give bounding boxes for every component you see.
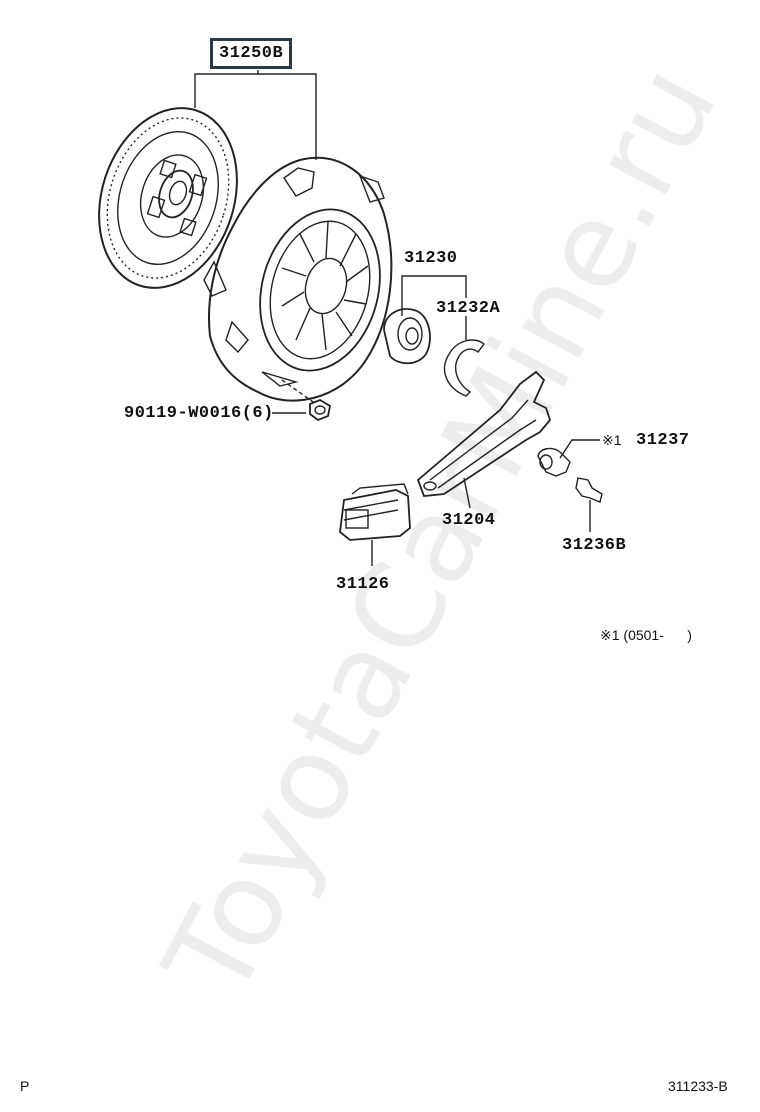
part-number-31230[interactable]: 31230	[404, 249, 458, 268]
part-number-90119-w0016[interactable]: 90119-W0016(6)	[124, 404, 274, 423]
bolt[interactable]	[272, 379, 332, 422]
footnote: ※1 (0501- )	[600, 627, 692, 643]
part-number-31236b[interactable]: 31236B	[562, 536, 627, 555]
footer-left-code: P	[20, 1078, 30, 1094]
part-number-31250b[interactable]: 31250B	[210, 38, 293, 69]
clutch-disc[interactable]	[77, 90, 259, 306]
clip[interactable]	[443, 316, 485, 397]
clutch-cover[interactable]	[203, 156, 397, 402]
part-number-31204[interactable]: 31204	[442, 511, 496, 530]
boot[interactable]	[339, 483, 411, 566]
illustration-number: 311233-B	[668, 1078, 728, 1094]
part-number-31126[interactable]: 31126	[336, 575, 390, 594]
part-number-31237[interactable]: 31237	[636, 431, 690, 450]
release-fork-support[interactable]	[537, 439, 600, 477]
release-fork[interactable]	[416, 370, 552, 509]
release-bearing[interactable]	[383, 275, 467, 365]
assembly-bracket-lines	[194, 70, 317, 160]
support-marker: ※1	[602, 432, 622, 448]
part-number-31232a[interactable]: 31232A	[436, 299, 501, 318]
ball-stud[interactable]	[575, 477, 603, 532]
